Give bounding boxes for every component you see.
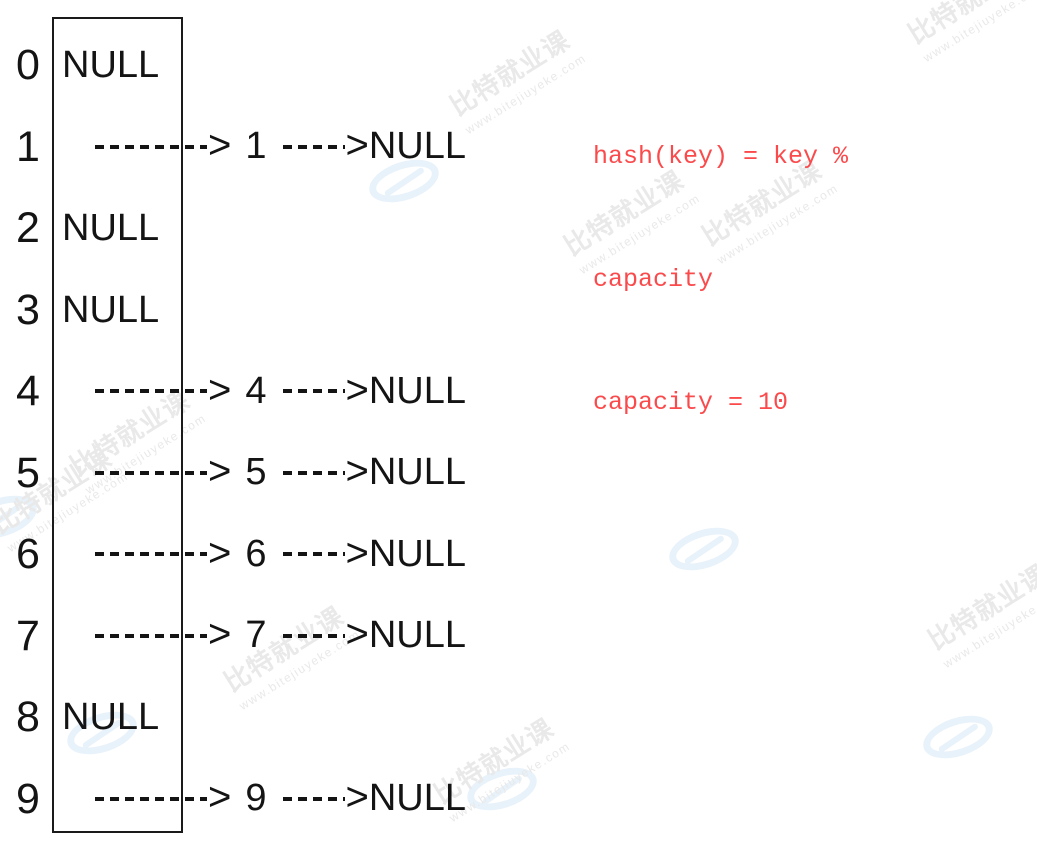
bucket-array-box	[52, 17, 183, 833]
bucket-row: 2 NULL	[0, 187, 1037, 269]
formula-line-1: hash(key) = key %	[593, 142, 849, 171]
chain-tail-null-label: NULL	[368, 532, 467, 575]
chain-dashed-line	[95, 470, 207, 475]
bucket-index-label: 5	[16, 448, 40, 497]
bucket-null-label: NULL	[62, 288, 160, 331]
bucket-chain: >6>NULL	[95, 513, 466, 595]
bucket-row: 1>1>NULL	[0, 106, 1037, 188]
bucket-chain: >9>NULL	[95, 758, 466, 840]
arrow-head-icon: >	[208, 775, 232, 819]
chain-node-value: 9	[245, 777, 267, 819]
hash-formula-note: hash(key) = key % capacity capacity = 10	[593, 54, 933, 464]
bucket-chain: >7>NULL	[95, 595, 466, 677]
arrow-head-icon: >	[208, 449, 232, 493]
bucket-null-label: NULL	[62, 696, 160, 738]
bucket-index-label: 7	[16, 611, 40, 660]
arrow-head-icon: >	[208, 367, 232, 412]
bucket-row: 3 NULL	[0, 269, 1037, 351]
chain-node-value: 6	[245, 532, 267, 575]
bucket-index-label: 6	[16, 530, 40, 578]
chain-dashed-line	[95, 144, 207, 149]
chain-node-value: 1	[245, 125, 267, 167]
bucket-chain: >4>NULL	[95, 350, 466, 432]
arrow-head-icon: >	[345, 612, 369, 656]
chain-tail-null-label: NULL	[368, 777, 467, 819]
formula-line-3: capacity = 10	[593, 388, 789, 417]
bucket-index-label: 9	[16, 774, 40, 823]
chain-dashed-line	[282, 144, 345, 149]
bucket-index-label: 3	[16, 285, 40, 334]
bucket-index-label: 2	[16, 204, 40, 252]
arrow-head-icon: >	[208, 612, 232, 656]
bucket-index-label: 0	[16, 41, 40, 89]
bucket-index-label: 1	[16, 122, 40, 171]
arrow-head-icon: >	[208, 123, 232, 167]
chain-dashed-line	[282, 796, 345, 801]
chain-node-value: 5	[245, 451, 267, 493]
chain-node-value: 4	[245, 369, 267, 412]
bucket-row: 8 NULL	[0, 676, 1037, 758]
bucket-chain: >5>NULL	[95, 432, 466, 514]
chain-dashed-line	[95, 389, 207, 393]
chain-dashed-line	[282, 389, 345, 393]
chain-dashed-line	[95, 796, 207, 801]
arrow-head-icon: >	[345, 367, 369, 412]
bucket-row: 9>9>NULL	[0, 758, 1037, 840]
chain-tail-null-label: NULL	[368, 369, 467, 412]
bucket-row: 4>4>NULL	[0, 350, 1037, 432]
bucket-index-label: 4	[16, 367, 40, 415]
chain-tail-null-label: NULL	[368, 451, 467, 493]
chain-dashed-line	[95, 633, 207, 638]
bucket-row: 5>5>NULL	[0, 432, 1037, 514]
arrow-head-icon: >	[345, 530, 369, 575]
bucket-chain: >1>NULL	[95, 106, 466, 188]
chain-dashed-line	[282, 552, 345, 556]
bucket-row: 0 NULL	[0, 24, 1037, 106]
chain-tail-null-label: NULL	[368, 614, 467, 656]
bucket-null-label: NULL	[62, 207, 160, 249]
arrow-head-icon: >	[345, 449, 369, 493]
chain-dashed-line	[282, 633, 345, 638]
chain-tail-null-label: NULL	[368, 125, 467, 167]
bucket-row: 7>7>NULL	[0, 595, 1037, 677]
arrow-head-icon: >	[345, 123, 369, 167]
formula-line-2: capacity	[593, 265, 714, 294]
arrow-head-icon: >	[345, 775, 369, 819]
bucket-null-label: NULL	[62, 44, 160, 86]
bucket-index-label: 8	[16, 693, 40, 741]
chain-dashed-line	[282, 470, 345, 475]
arrow-head-icon: >	[208, 530, 232, 575]
bucket-row: 6>6>NULL	[0, 513, 1037, 595]
chain-dashed-line	[95, 552, 207, 556]
chain-node-value: 7	[245, 614, 267, 656]
